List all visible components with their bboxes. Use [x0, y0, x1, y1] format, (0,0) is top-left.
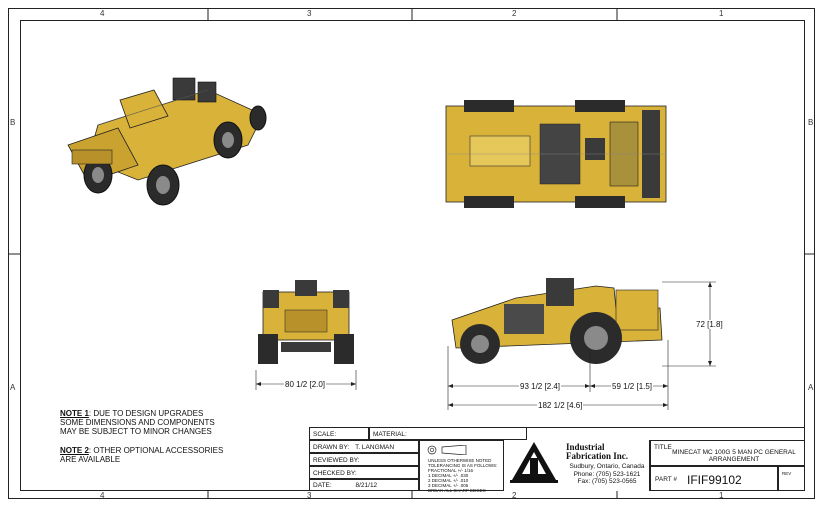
tolerance-line-4: 1 DECIMAL +/- .030	[428, 473, 469, 478]
dim-wheelbase: 93 1/2 [2.4]	[519, 382, 562, 391]
material-cell: MATERIAL:	[369, 427, 527, 440]
zone-col-4-bottom: 4	[100, 491, 105, 500]
note-1-line-1: : DUE TO DESIGN UPGRADES	[88, 409, 204, 418]
zone-row-a-right: A	[808, 383, 814, 392]
title-label: TITLE	[654, 444, 672, 451]
zone-col-3-top: 3	[307, 9, 312, 18]
company-name-line-1: Industrial	[566, 442, 605, 452]
side-view	[451, 278, 663, 364]
company-name-line-2: Fabrication Inc.	[566, 451, 628, 461]
reviewed-by-cell: REVIEWED BY:	[309, 453, 419, 466]
dim-rear-overhang: 59 1/2 [1.5]	[611, 382, 654, 391]
rev-label: REV	[782, 471, 792, 476]
drawn-by-label: DRAWN BY:	[313, 444, 350, 451]
title-line-1: MINECAT MC 100G 5 MAN PC GENERAL	[672, 449, 796, 456]
dim-front-width: 80 1/2 [2.0]	[284, 380, 327, 389]
zone-col-1-top: 1	[719, 9, 724, 18]
title-line-2: ARRANGEMENT	[708, 456, 760, 463]
tolerance-line-3: FRACTIONAL +/- 1/16	[428, 468, 473, 473]
note-2-label: NOTE 2	[60, 446, 89, 455]
projection-symbol-icon	[427, 445, 467, 455]
isometric-view	[67, 77, 267, 206]
front-view	[258, 280, 354, 364]
scale-cell: SCALE:	[309, 427, 369, 440]
note-2-line-1: : OTHER OPTIONAL ACCESSORIES	[88, 446, 224, 455]
note-1: NOTE 1: DUE TO DESIGN UPGRADES SOME DIME…	[60, 409, 280, 436]
company-logo-icon	[510, 442, 558, 483]
material-label: MATERIAL:	[373, 431, 407, 438]
company-fax: Fax: (705) 523-0565	[577, 478, 637, 485]
rev-cell: REV	[778, 466, 805, 491]
zone-col-4-top: 4	[100, 9, 105, 18]
date-cell: DATE: 8/21/12	[309, 479, 419, 491]
zone-col-3-bottom: 3	[307, 491, 312, 500]
company-phone: Phone: (705) 523-1621	[573, 470, 641, 478]
zone-row-b-left: B	[10, 118, 16, 127]
reviewed-by-label: REVIEWED BY:	[313, 457, 360, 464]
scale-label: SCALE:	[313, 431, 337, 438]
zone-col-2-top: 2	[512, 9, 517, 18]
checked-by-label: CHECKED BY:	[313, 470, 357, 477]
tolerance-line-1: UNLESS OTHERWISE NOTED	[428, 458, 492, 463]
drawn-by-value: T. LANGMAN	[355, 444, 395, 451]
part-label: PART #	[655, 476, 678, 483]
tolerance-line-5: 2 DECIMAL +/- .010	[428, 478, 469, 483]
dim-height: 72 [1.8]	[695, 320, 724, 329]
zone-row-b-right: B	[808, 118, 814, 127]
drawn-by-cell: DRAWN BY: T. LANGMAN	[309, 440, 419, 453]
note-1-line-2: SOME DIMENSIONS AND COMPONENTS	[60, 418, 215, 427]
dim-overall-length: 182 1/2 [4.6]	[537, 401, 584, 410]
note-2: NOTE 2: OTHER OPTIONAL ACCESSORIES ARE A…	[60, 446, 280, 464]
tolerance-line-2: TOLERANCING IS AS FOLLOWS:	[428, 463, 498, 468]
part-cell: PART # IFIF99102	[650, 466, 778, 491]
top-view	[445, 100, 667, 208]
zone-col-2-bottom: 2	[512, 491, 517, 500]
note-1-line-3: MAY BE SUBJECT TO MINOR CHANGES	[60, 427, 212, 436]
zone-col-1-bottom: 1	[719, 491, 724, 500]
note-2-line-2: ARE AVAILABLE	[60, 455, 121, 464]
tolerance-line-6: 3 DECIMAL +/- .005	[428, 483, 469, 488]
title-cell: TITLE MINECAT MC 100G 5 MAN PC GENERAL A…	[650, 440, 805, 466]
date-label: DATE:	[313, 482, 332, 489]
part-number: IFIF99102	[687, 473, 742, 487]
date-value: 8/21/12	[355, 482, 378, 489]
zone-row-a-left: A	[10, 383, 16, 392]
note-1-label: NOTE 1	[60, 409, 89, 418]
checked-by-cell: CHECKED BY:	[309, 466, 419, 479]
tolerance-line-7: BREAK ALL SHARP EDGES	[428, 488, 486, 493]
company-city: Sudbury, Ontario, Canada	[569, 463, 645, 470]
